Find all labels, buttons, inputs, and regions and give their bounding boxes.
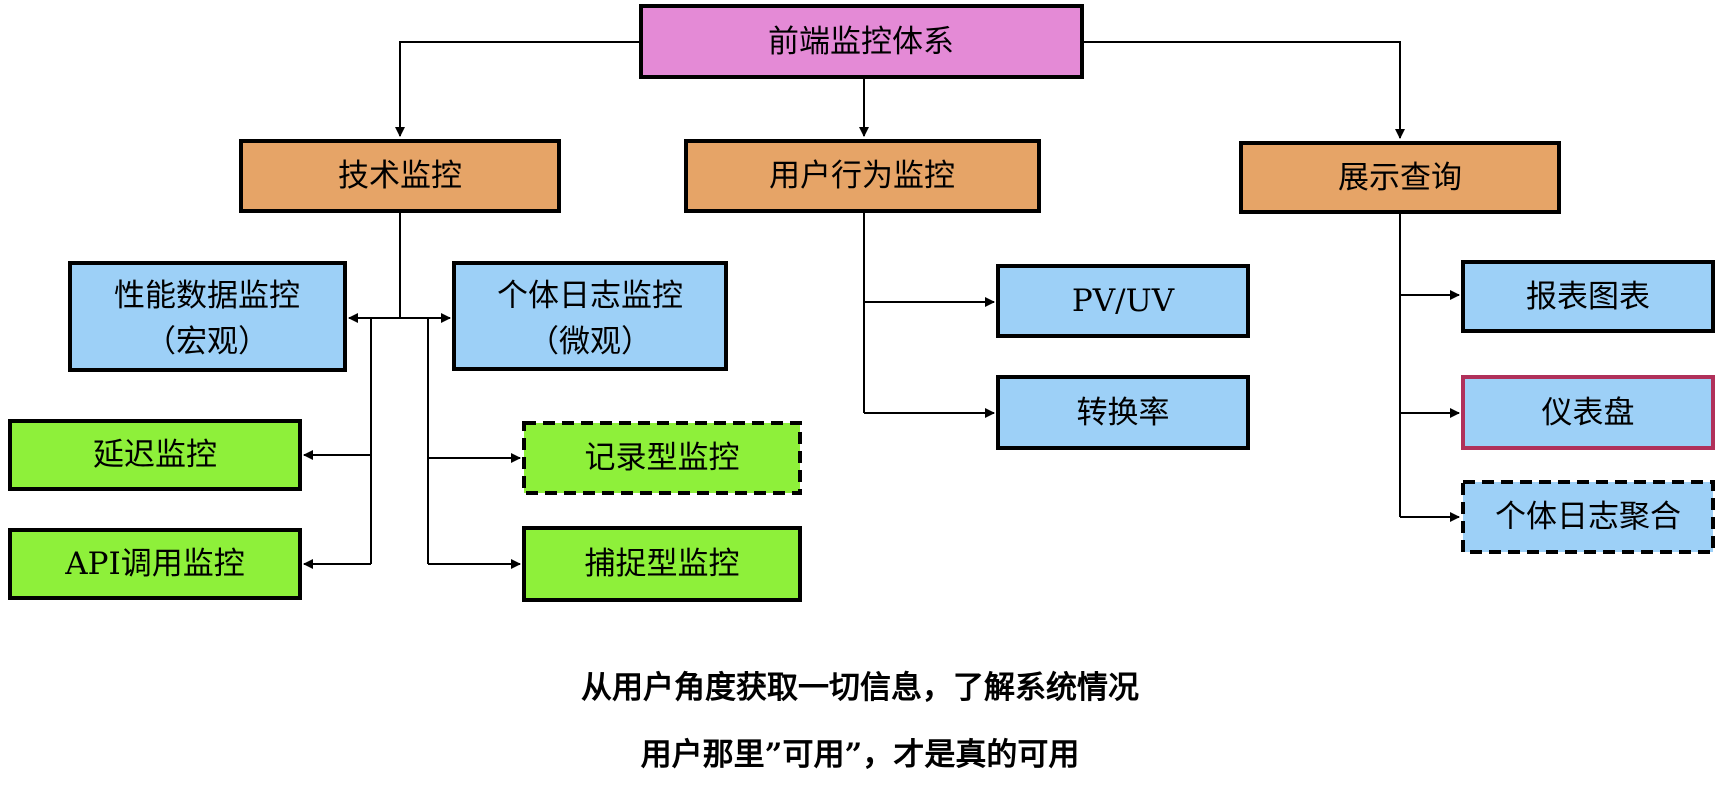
node-delay: 延迟监控 — [8, 419, 302, 491]
node-report-label: 报表图表 — [1526, 279, 1650, 315]
caption-line-2: 用户那里”可用”，才是真的可用 — [640, 737, 1080, 773]
node-record: 记录型监控 — [522, 421, 802, 495]
node-perf: 性能数据监控 （宏观） — [68, 261, 347, 372]
node-conversion: 转换率 — [996, 375, 1250, 450]
node-conversion-label: 转换率 — [1077, 395, 1170, 431]
connector-root-to-tech — [395, 41, 640, 137]
node-log-line2: （微观） — [528, 324, 652, 360]
caption-line-1: 从用户角度获取一切信息，了解系统情况 — [581, 670, 1139, 706]
node-root-label: 前端监控体系 — [768, 24, 954, 60]
node-display-label: 展示查询 — [1338, 160, 1462, 196]
node-aggregate: 个体日志聚合 — [1461, 480, 1715, 554]
node-root: 前端监控体系 — [639, 4, 1084, 79]
node-behavior-label: 用户行为监控 — [769, 158, 955, 194]
node-capture: 捕捉型监控 — [522, 526, 802, 602]
node-report: 报表图表 — [1461, 260, 1715, 333]
node-perf-line2: （宏观） — [145, 324, 269, 360]
node-log-line1: 个体日志监控 — [497, 278, 683, 314]
node-log: 个体日志监控 （微观） — [452, 261, 728, 371]
node-delay-label: 延迟监控 — [93, 437, 217, 473]
connectors — [303, 41, 1460, 569]
node-capture-label: 捕捉型监控 — [585, 546, 740, 582]
node-tech: 技术监控 — [239, 139, 561, 213]
node-perf-line1: 性能数据监控 — [114, 278, 300, 314]
node-api-label: API调用监控 — [64, 546, 245, 582]
node-behavior: 用户行为监控 — [684, 139, 1041, 213]
node-record-label: 记录型监控 — [585, 440, 740, 476]
connector-root-to-display — [1083, 41, 1405, 139]
node-tech-label: 技术监控 — [338, 158, 462, 194]
node-api: API调用监控 — [8, 528, 302, 600]
node-dashboard: 仪表盘 — [1461, 375, 1715, 450]
node-aggregate-label: 个体日志聚合 — [1495, 499, 1681, 535]
node-display: 展示查询 — [1239, 141, 1561, 214]
node-pvuv-label: PV/UV — [1072, 283, 1175, 319]
node-pvuv: PV/UV — [996, 264, 1250, 338]
node-dashboard-label: 仪表盘 — [1542, 395, 1635, 431]
